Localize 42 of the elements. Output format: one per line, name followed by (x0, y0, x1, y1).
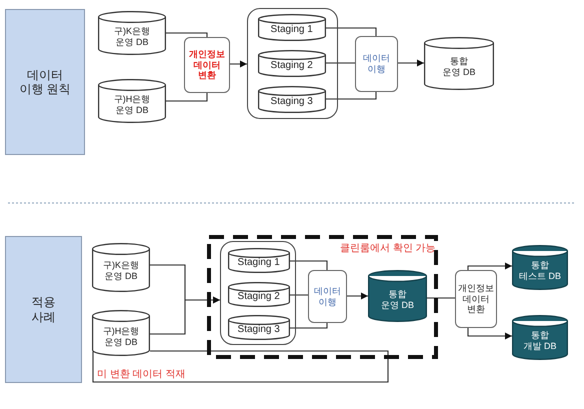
process-box: 데이터 이행 (355, 36, 398, 92)
database-cylinder: 구)H은행 운영 DB (98, 79, 166, 123)
database-cylinder: 통합 테스트 DB (512, 245, 568, 290)
connector-line (326, 92, 377, 100)
database-cylinder: 구)K은행 운영 DB (98, 11, 166, 55)
database-cylinder: Staging 2 (258, 50, 326, 77)
connector-line (427, 297, 455, 299)
connector-line (166, 93, 208, 102)
database-cylinder: 통합 운영 DB (368, 270, 427, 322)
database-cylinder: Staging 3 (258, 86, 326, 113)
arrow (467, 328, 512, 340)
database-cylinder: 구)K은행 운영 DB (92, 243, 150, 292)
database-cylinder: 구)H은행 운영 DB (92, 310, 150, 356)
arrow (230, 60, 247, 68)
connector-line (326, 62, 355, 64)
connector-line (150, 350, 207, 352)
database-cylinder: Staging 2 (228, 282, 290, 307)
database-cylinder: 통합 운영 DB (424, 37, 494, 90)
dashed-region (207, 235, 438, 359)
connector-line (290, 323, 328, 329)
region-heading: 클린룸에서 확인 가능 (340, 243, 436, 255)
connector-line (290, 260, 328, 270)
arrow (347, 292, 368, 300)
process-box: 개인정보 데이터 변환 (184, 37, 230, 93)
group-box (220, 241, 296, 345)
database-cylinder: Staging 1 (228, 248, 290, 273)
group-box (247, 8, 338, 119)
arrow (150, 296, 220, 335)
database-cylinder: Staging 3 (228, 314, 290, 340)
database-cylinder: Staging 1 (258, 14, 326, 41)
category-box: 적용 사례 (5, 236, 82, 383)
category-box: 데이터 이행 원칙 (5, 9, 85, 155)
connector-line (166, 32, 208, 37)
process-box: 데이터 이행 (308, 270, 347, 323)
database-cylinder: 통합 개발 DB (512, 315, 568, 360)
connector-line (92, 352, 389, 383)
edge-label: 미 변환 데이터 적재 (96, 369, 186, 381)
arrow (467, 262, 512, 270)
arrow (398, 60, 424, 66)
connector-line (290, 294, 308, 296)
process-box: 개인정보 데이터 변환 (455, 270, 497, 328)
connector-line (326, 27, 377, 36)
